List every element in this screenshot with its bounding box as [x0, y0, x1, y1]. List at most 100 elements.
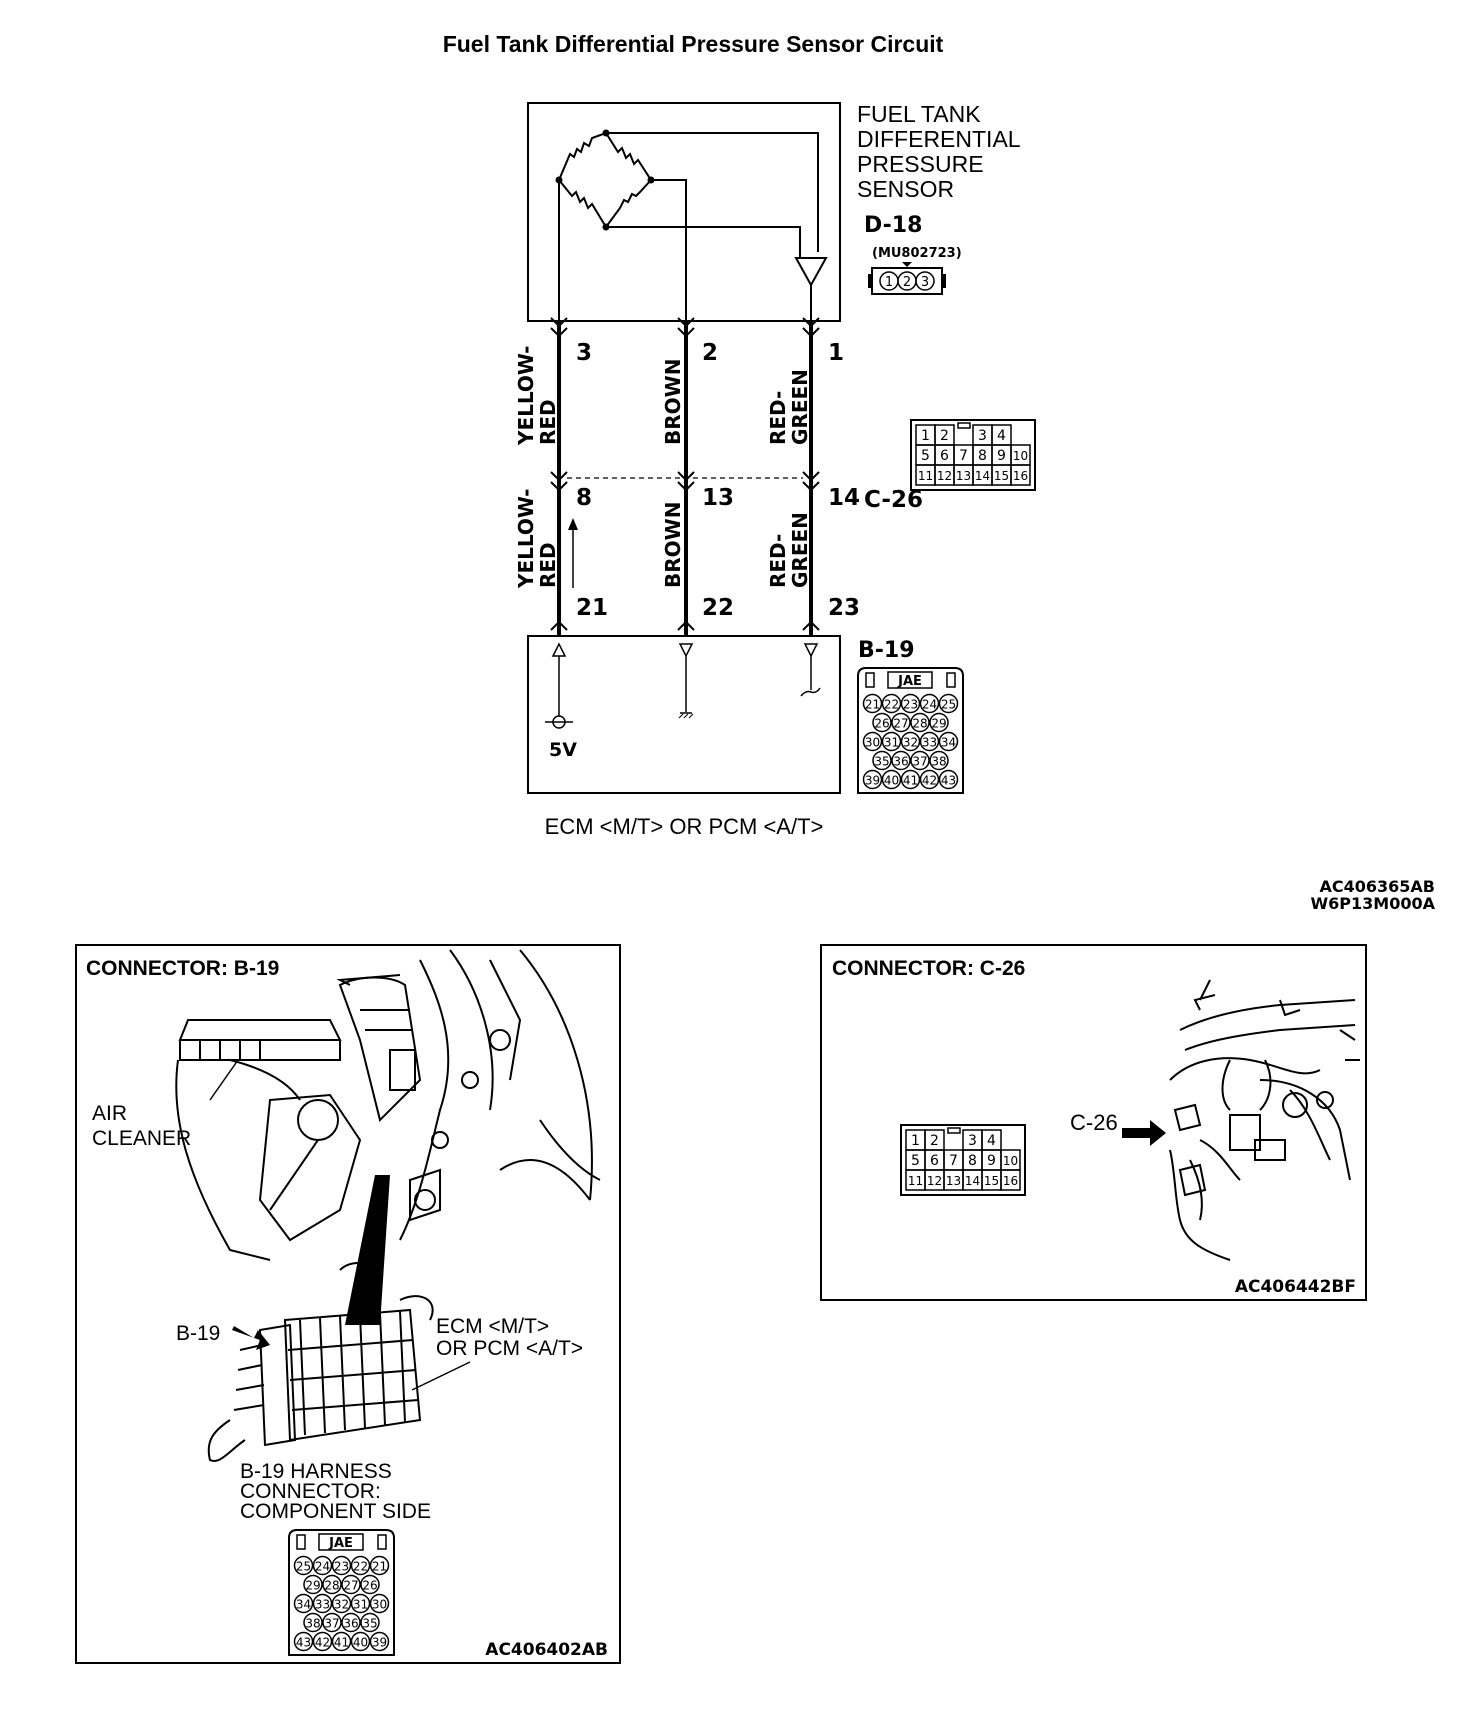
connector-pin: 7 [949, 1153, 958, 1169]
connector-b19-label: B-19 [858, 638, 915, 663]
connector-pin: 16 [1003, 1174, 1018, 1188]
connector-pin: 11 [918, 469, 933, 483]
panel-title: CONNECTOR: B-19 [86, 957, 279, 980]
connector-pin: 31 [884, 736, 899, 750]
wire-pin-number: 8 [576, 485, 592, 511]
connector-pin: 30 [865, 736, 880, 750]
wire-color-label: RED [536, 542, 560, 588]
connector-pin: 25 [296, 1560, 311, 1574]
b19-callout: B-19 [176, 1322, 220, 1345]
jae-label: JAE [328, 1536, 353, 1551]
sensor-label-line: FUEL TANK [857, 101, 981, 127]
sensor-label-line: DIFFERENTIAL [857, 126, 1021, 152]
connector-pin: 32 [334, 1598, 349, 1612]
connector-pin: 11 [908, 1174, 923, 1188]
wire-color-label: GREEN [788, 369, 812, 445]
connector-pin: 9 [987, 1153, 996, 1169]
air-cleaner-label: AIR [92, 1102, 127, 1125]
connector-pin: 16 [1013, 469, 1028, 483]
connector-pin: 9 [997, 448, 1006, 464]
connector-pin: 5 [911, 1153, 920, 1169]
wire-pin-number: 3 [576, 340, 592, 366]
connector-pin: 24 [315, 1560, 330, 1574]
wire-color-label: RED- [766, 534, 790, 588]
connector-pin: 15 [984, 1174, 999, 1188]
part-number: (MU802723) [872, 246, 962, 261]
connector-pin: 30 [372, 1598, 387, 1612]
connector-pin: 40 [884, 774, 899, 788]
connector-pin: 36 [893, 755, 908, 769]
wire-pin-number: 2 [702, 340, 718, 366]
connector-pin: 39 [865, 774, 880, 788]
connector-pin: 41 [903, 774, 918, 788]
harness-label: CONNECTOR: [240, 1480, 381, 1503]
dashboard-harness-illustration [1169, 979, 1360, 1261]
b19-arrow-icon [232, 1326, 270, 1350]
connector-pin: 36 [343, 1617, 358, 1631]
connector-pin: 37 [324, 1617, 339, 1631]
connector-pin: 41 [334, 1636, 349, 1650]
figure-code: W6P13M000A [1311, 894, 1436, 913]
connector-pin: 8 [968, 1153, 977, 1169]
d18-pin: 2 [903, 275, 911, 290]
sensor-label-line: SENSOR [857, 176, 954, 202]
panel-title: CONNECTOR: C-26 [832, 957, 1025, 980]
connector-pin: 35 [874, 755, 889, 769]
connector-pin: 33 [315, 1598, 330, 1612]
connector-pin: 27 [893, 717, 908, 731]
c26-arrow-icon [1122, 1120, 1166, 1146]
harness-label: COMPONENT SIDE [240, 1500, 431, 1523]
connector-pin: 23 [334, 1560, 349, 1574]
sensor-box [527, 102, 841, 322]
ecm-box [527, 635, 841, 794]
connector-pin: 26 [362, 1579, 377, 1593]
wire-color-label: RED [536, 399, 560, 445]
d18-pin: 3 [921, 275, 929, 290]
connector-pin: 10 [1003, 1154, 1018, 1168]
connector-pin: 2 [940, 428, 949, 444]
connector-pin: 33 [922, 736, 937, 750]
wire-pin-number: 1 [828, 340, 844, 366]
wire-pin-number: 14 [828, 485, 860, 511]
sensor-label: FUEL TANK DIFFERENTIAL PRESSURE SENSOR D… [857, 101, 1021, 261]
d18-pin: 1 [885, 275, 893, 290]
wire-pin-number: 22 [702, 595, 734, 621]
ecm-module-illustration [207, 1308, 422, 1462]
wire-color-label: YELLOW- [514, 489, 538, 589]
connector-pin: 7 [959, 448, 968, 464]
wire-pin-number: 23 [828, 595, 860, 621]
air-cleaner-label: CLEANER [92, 1127, 191, 1150]
connector-pin: 34 [296, 1598, 311, 1612]
connector-pin: 34 [941, 736, 956, 750]
connector-pin: 38 [305, 1617, 320, 1631]
connector-pin: 43 [296, 1636, 311, 1650]
connector-pin: 28 [324, 1579, 339, 1593]
connector-pin: 14 [975, 469, 990, 483]
connector-pin: 2 [930, 1133, 939, 1149]
ecm-callout: OR PCM <A/T> [436, 1337, 583, 1360]
connector-pin: 21 [865, 698, 880, 712]
wire-pin-number: 13 [702, 485, 734, 511]
wire-color-label: RED- [766, 391, 790, 445]
c26-callout: C-26 [1070, 1110, 1118, 1135]
engine-bay-illustration [175, 949, 601, 1321]
voltage-label: 5V [549, 739, 577, 761]
connector-pin: 38 [931, 755, 946, 769]
connector-pin: 24 [922, 698, 937, 712]
wires [550, 317, 820, 636]
connector-pin: 4 [987, 1133, 996, 1149]
panel-code: AC406442BF [1235, 1277, 1356, 1297]
connector-pin: 22 [353, 1560, 368, 1574]
panel-connector-b19: CONNECTOR: B-19 [75, 944, 621, 1664]
connector-pin: 42 [315, 1636, 330, 1650]
connector-pin: 37 [912, 755, 927, 769]
sensor-label-line: PRESSURE [857, 151, 984, 177]
connector-pin: 14 [965, 1174, 980, 1188]
connector-c26-label: C-26 [864, 487, 923, 513]
connector-pin: 27 [343, 1579, 358, 1593]
connector-d18-label: D-18 [864, 213, 922, 238]
